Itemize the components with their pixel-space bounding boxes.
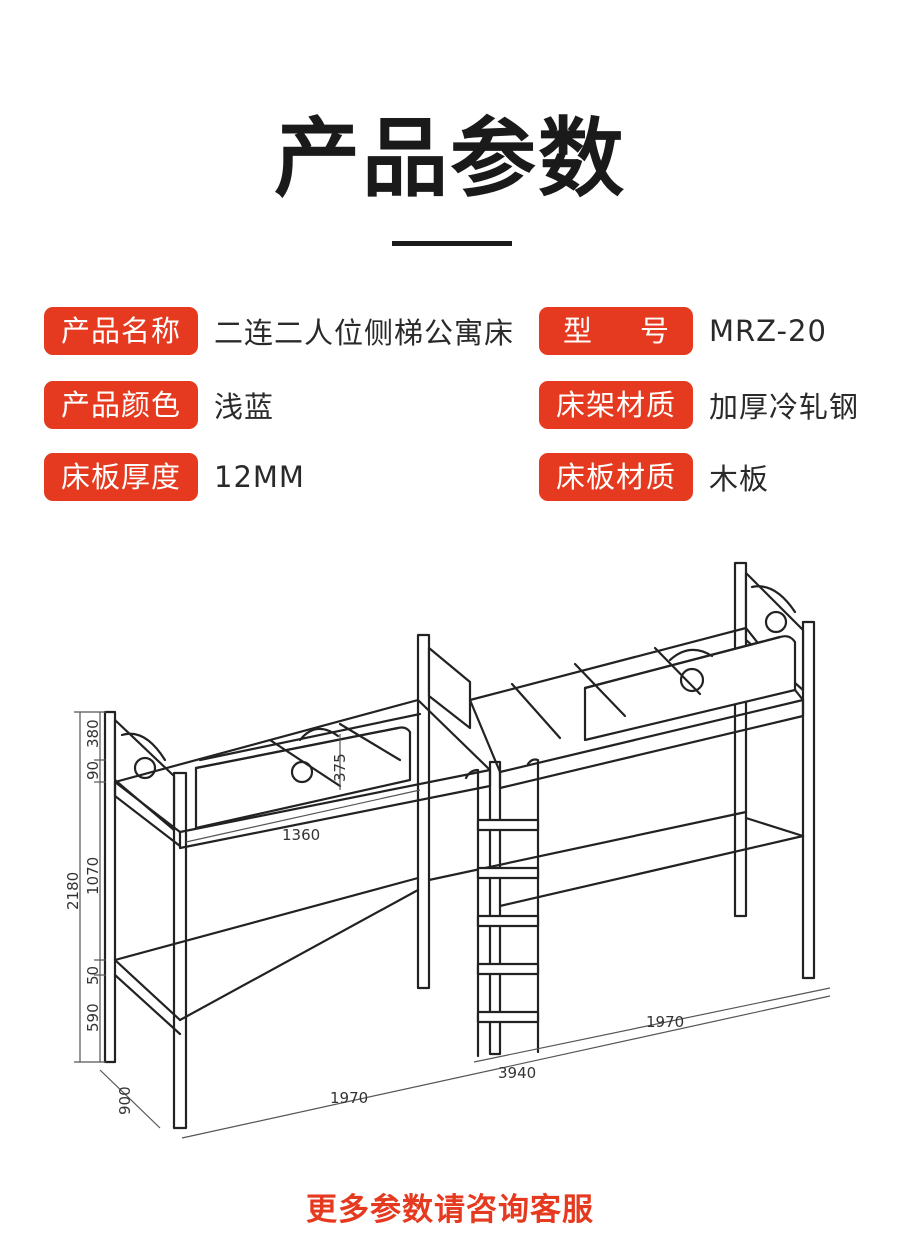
spec-label-char: 型: [563, 314, 593, 348]
title-divider: [392, 241, 512, 246]
spec-label-char: 号: [639, 314, 669, 348]
dim-under-bed-clearance: 1070: [84, 857, 102, 895]
spec-row-product-color: 产品颜色 浅蓝: [44, 380, 274, 430]
consult-customer-service-note: 更多参数请咨询客服: [306, 1192, 594, 1228]
spec-row-board-material: 床板材质 木板: [539, 452, 769, 502]
dim-unit-length-left: 1970: [330, 1089, 368, 1107]
dim-bottom-rail-gap: 50: [84, 966, 102, 985]
dim-total-length: 3940: [498, 1064, 536, 1082]
spec-label: 床板材质: [539, 453, 693, 501]
spec-value: 二连二人位侧梯公寓床: [214, 316, 515, 350]
dim-unit-length-right: 1970: [646, 1013, 684, 1031]
dim-width: 900: [116, 1086, 134, 1115]
spec-row-product-name: 产品名称 二连二人位侧梯公寓床: [44, 306, 514, 356]
spec-row-board-thickness: 床板厚度 12MM: [44, 452, 305, 502]
dim-headboard-height: 375: [331, 753, 349, 782]
dim-rail-gap: 90: [84, 761, 102, 780]
spec-value: 加厚冷轧钢: [709, 390, 860, 424]
spec-label: 产品名称: [44, 307, 198, 355]
dim-inner-length: 1360: [282, 826, 320, 844]
dim-total-height: 2180: [64, 872, 82, 910]
spec-value: 木板: [709, 462, 770, 496]
spec-label: 产品颜色: [44, 381, 198, 429]
spec-label: 床架材质: [539, 381, 693, 429]
spec-label: 床板厚度: [44, 453, 198, 501]
spec-value: 浅蓝: [214, 390, 275, 424]
spec-row-model: 型 号 MRZ-20: [539, 306, 827, 356]
spec-row-frame-material: 床架材质 加厚冷轧钢: [539, 380, 859, 430]
dim-guard-height: 380: [84, 719, 102, 748]
bed-dimension-diagram: 380 375 90 1070 2180 50 590 900 1360 197…: [64, 561, 831, 1139]
dim-bottom-rail-height: 590: [84, 1003, 102, 1032]
spec-value: MRZ-20: [709, 314, 827, 348]
spec-value: 12MM: [214, 460, 305, 494]
spec-label: 型 号: [539, 307, 693, 355]
page-title: 产品参数: [274, 109, 626, 209]
